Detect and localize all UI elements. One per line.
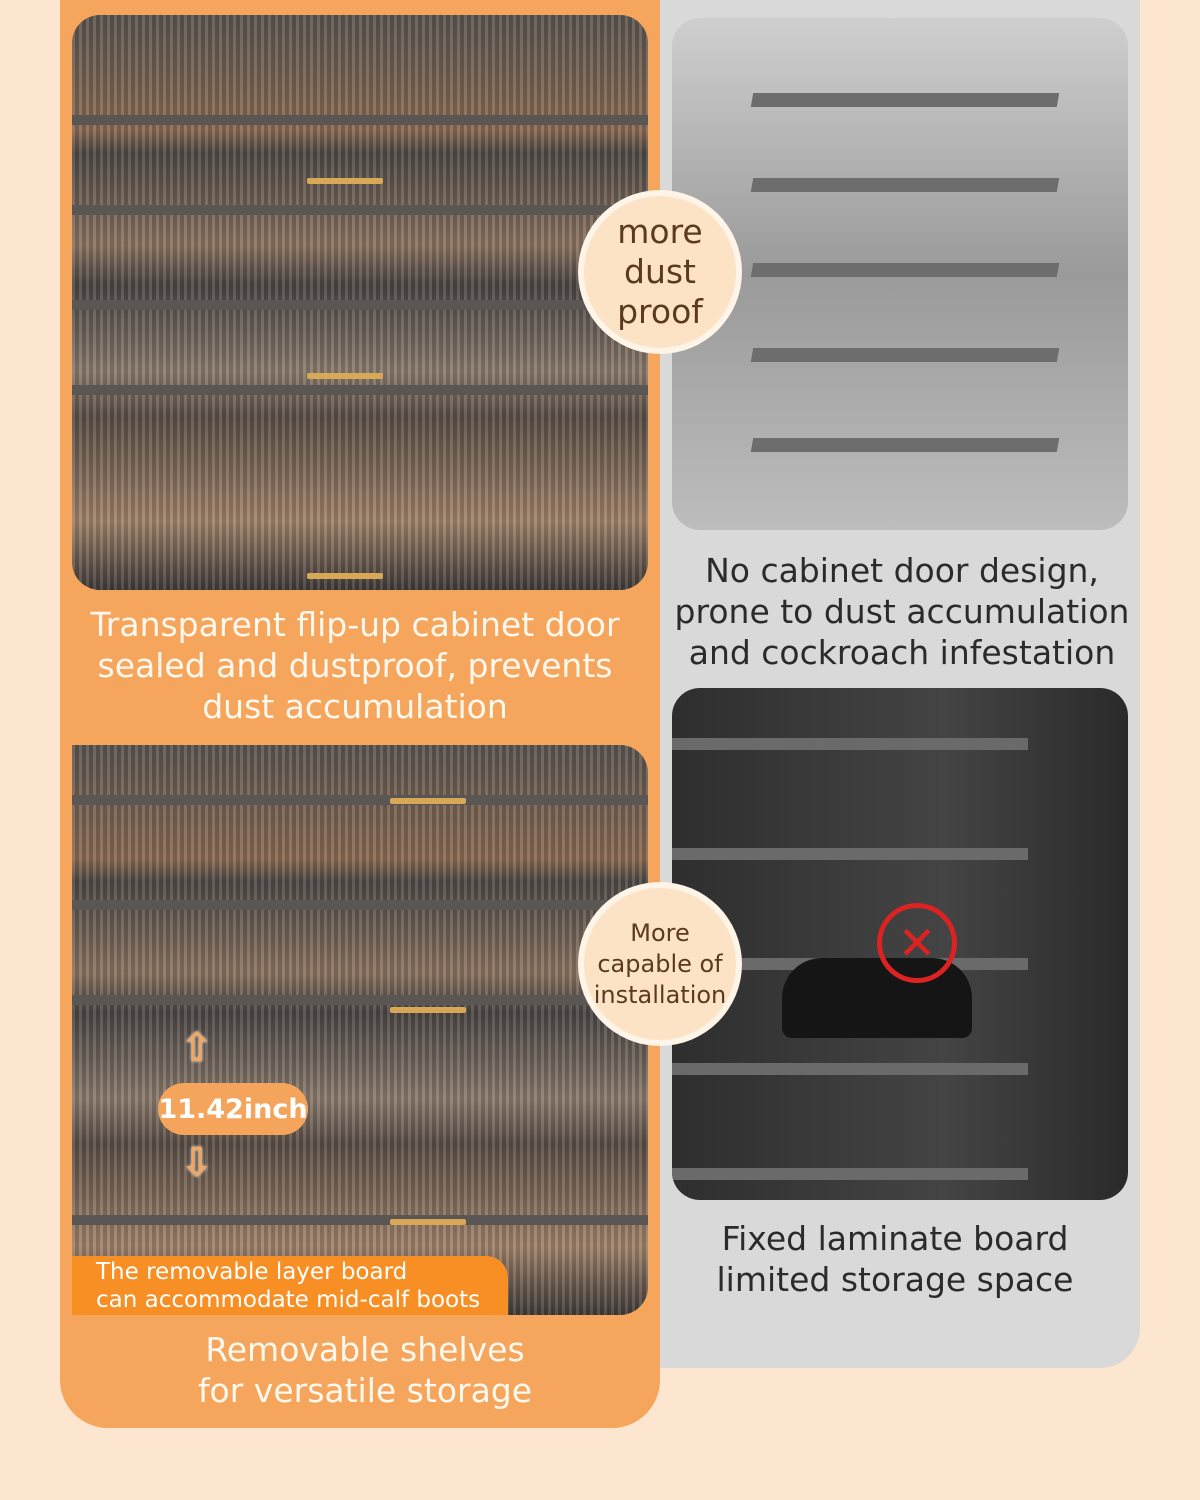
laminate-cabinet-photo: ✕ — [672, 688, 1128, 1200]
badge-line: proof — [617, 292, 703, 331]
badge-line: More — [630, 918, 690, 947]
removable-board-note: The removable layer board can accommodat… — [72, 1256, 508, 1315]
theirs-top-caption: No cabinet door design, prone to dust ac… — [662, 550, 1142, 673]
flip-door-cabinet-photo — [72, 15, 648, 590]
cross-icon: ✕ — [877, 903, 957, 983]
theirs-bottom-caption: Fixed laminate board limited storage spa… — [660, 1218, 1130, 1300]
caption-line: prone to dust accumulation — [674, 592, 1130, 631]
caption-line: for versatile storage — [197, 1371, 533, 1410]
badge-line: dust — [624, 252, 696, 291]
badge-line: installation — [593, 980, 727, 1009]
badge-line: more — [617, 212, 703, 251]
ours-bottom-caption: Removable shelves for versatile storage — [70, 1329, 660, 1411]
note-line: The removable layer board — [96, 1259, 408, 1285]
caption-line: dust accumulation — [202, 687, 508, 726]
dust-proof-badge: more dust proof — [578, 190, 742, 354]
caption-line: Transparent flip-up cabinet door — [90, 605, 620, 644]
caption-line: No cabinet door design, — [705, 551, 1099, 590]
caption-line: Removable shelves — [205, 1330, 525, 1369]
removable-shelves-photo — [72, 745, 648, 1315]
badge-line: capable of — [597, 949, 723, 978]
note-line: can accommodate mid-calf boots — [96, 1287, 481, 1313]
arrow-down-icon: ⇩ — [180, 1140, 214, 1186]
caption-line: limited storage space — [716, 1260, 1074, 1299]
installation-badge: More capable of installation — [578, 882, 742, 1046]
caption-line: sealed and dustproof, prevents — [97, 646, 613, 685]
open-shoe-rack-photo — [672, 18, 1128, 530]
caption-line: Fixed laminate board — [721, 1219, 1069, 1258]
ours-top-caption: Transparent flip-up cabinet door sealed … — [60, 604, 650, 727]
arrow-up-icon: ⇧ — [180, 1025, 214, 1071]
height-label: 11.42inch — [158, 1083, 308, 1135]
caption-line: and cockroach infestation — [688, 633, 1116, 672]
